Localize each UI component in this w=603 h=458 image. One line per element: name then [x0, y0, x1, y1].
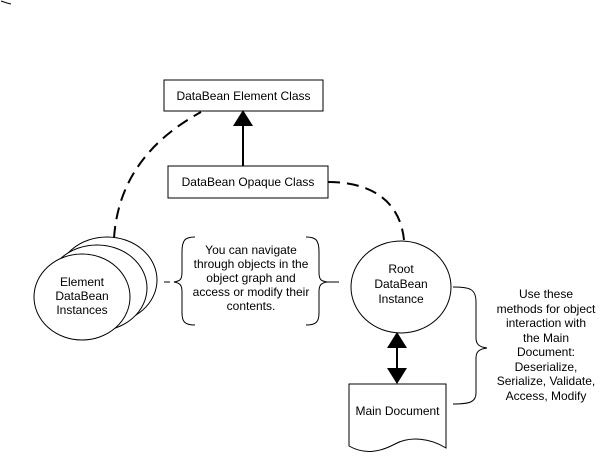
methods-note-line-6: Deserialize,	[514, 359, 578, 374]
main-document-label: Main Document	[355, 404, 440, 418]
methods-note-line-5: Document:	[516, 345, 576, 359]
methods-note-line-4: the Main	[522, 330, 570, 345]
methods-brace	[452, 286, 488, 405]
element-class-label: DataBean Element Class	[176, 89, 311, 103]
methods-note-line-2: methods for object	[496, 301, 596, 316]
navigate-note-line-3: object graph and	[206, 271, 296, 285]
corner-mark	[0, 0, 12, 5]
dashed-link-root	[327, 181, 405, 241]
dashed-link-instances	[113, 111, 202, 239]
root-instance-line-3: Instance	[378, 292, 424, 306]
methods-note-line-3: interaction with	[505, 316, 587, 330]
navigate-note-line-5: contents.	[226, 299, 276, 313]
opaque-class-label: DataBean Opaque Class	[181, 175, 315, 189]
root-instance-line-1: Root	[388, 262, 414, 276]
element-instances-line-1: Element	[59, 275, 105, 289]
methods-note-line-8: Access, Modify	[505, 388, 587, 403]
left-brace	[173, 236, 196, 326]
main-document-shape[interactable]	[348, 383, 447, 452]
root-instance-line-2: DataBean	[374, 277, 428, 291]
methods-note-line-7: Serialize, Validate,	[496, 374, 596, 388]
element-instances-line-2: DataBean	[55, 289, 109, 303]
methods-note-line-1: Use these	[518, 287, 574, 301]
opaque-class-box[interactable]	[167, 165, 329, 199]
element-instances-label: Element DataBean Instances	[40, 275, 124, 317]
root-instance-label: Root DataBean Instance	[355, 262, 447, 307]
navigate-note-line-1: You can navigate	[205, 243, 297, 257]
element-instances-line-3: Instances	[56, 303, 108, 317]
methods-note: Use these methods for object interaction…	[490, 287, 602, 403]
navigate-note-line-2: through objects in the	[193, 257, 309, 271]
instance-circle-front[interactable]	[33, 253, 131, 341]
navigate-note-line-4: access or modify their	[192, 285, 310, 299]
navigate-note: You can navigate through objects in the …	[184, 243, 318, 313]
